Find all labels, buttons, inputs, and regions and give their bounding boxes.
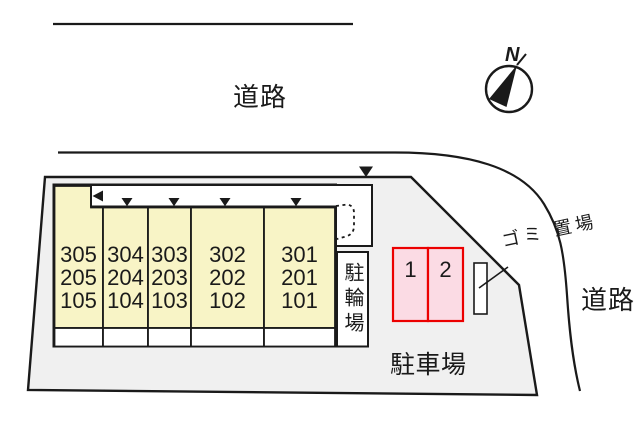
balcony-cell [263,327,336,348]
balcony-cell [53,327,104,348]
door-marker-icon [121,198,133,207]
parking-space-2 [426,246,465,323]
unit-label-302: 302 202 102 [209,242,246,313]
compass-icon [484,53,534,114]
corridor [90,184,373,247]
bicycle-parking-box [336,251,369,348]
door-marker-icon [219,198,231,207]
balcony-cell [147,327,192,348]
unit-label-303: 303 203 103 [151,242,188,313]
garbage-box [473,262,488,315]
garbage-leader-line [478,266,509,289]
compass-needle-tail [516,53,527,66]
balcony-cell [102,327,149,348]
door-marker-icon [92,190,103,202]
door-marker-icon [290,198,302,207]
unit-label-304: 304 204 104 [107,242,144,313]
unit-cell-301 [263,206,336,329]
bicycle-parking-label: 駐輪場 [341,262,363,337]
parking-lot-label: 駐車場 [390,351,467,379]
unit-cell-303 [147,206,192,329]
entrance-marker-icon [359,166,373,177]
stairs-icon [334,203,355,241]
compass-needle [489,65,517,107]
compass-north-label: N [505,44,520,66]
unit-label-301: 301 201 101 [281,242,318,313]
door-marker-icon [168,198,180,207]
road-label-right: 道路 [581,285,636,315]
road-label-top: 道路 [233,82,288,112]
road-edge-curve [58,151,582,392]
parking-space-1-label: 1 [404,257,417,282]
parking-space-2-label: 2 [439,257,452,282]
balcony-cell [190,327,265,348]
unit-label-305: 305 205 105 [60,242,97,313]
